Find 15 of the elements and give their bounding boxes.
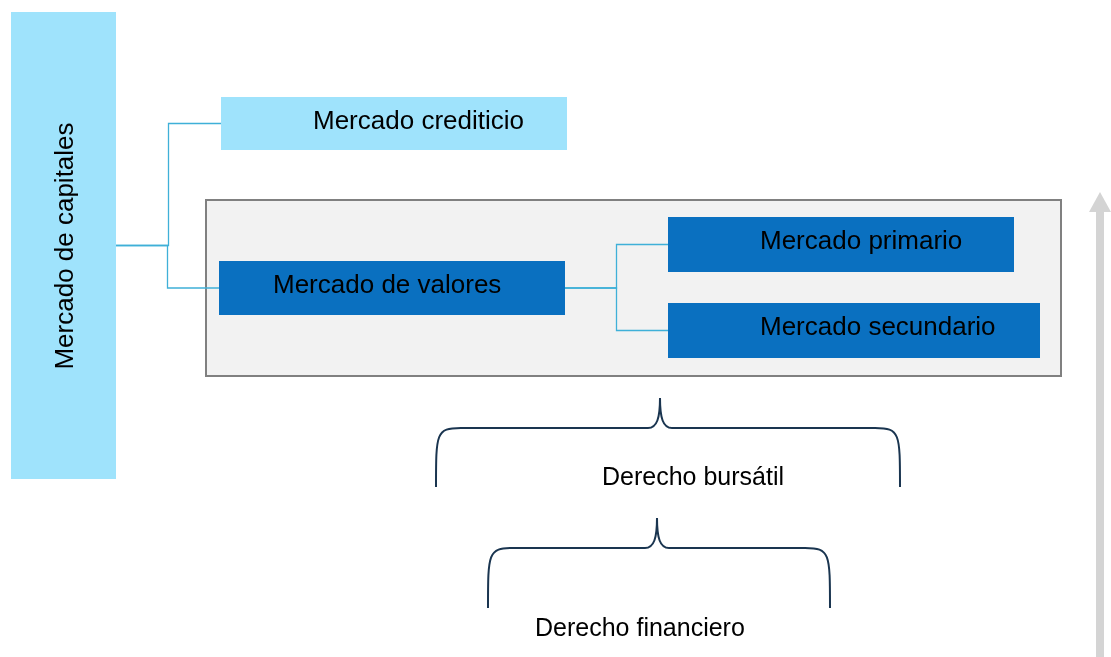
group-box bbox=[205, 199, 1062, 377]
connector-line bbox=[564, 287, 669, 332]
category-bar bbox=[11, 12, 116, 479]
bracket-label: Derecho financiero bbox=[535, 613, 745, 642]
category-box bbox=[668, 217, 1014, 272]
node-label: Mercado de capitales bbox=[48, 121, 79, 370]
node-label: Mercado primario bbox=[760, 225, 963, 256]
category-box bbox=[221, 97, 567, 150]
node-label: Mercado de valores bbox=[273, 269, 502, 300]
node-label: Mercado crediticio bbox=[313, 105, 524, 136]
node-label: Mercado secundario bbox=[760, 311, 996, 342]
category-box bbox=[668, 303, 1040, 358]
connector-line bbox=[115, 244, 220, 289]
bracket-label: Derecho bursátil bbox=[602, 462, 785, 491]
category-box bbox=[219, 261, 565, 315]
